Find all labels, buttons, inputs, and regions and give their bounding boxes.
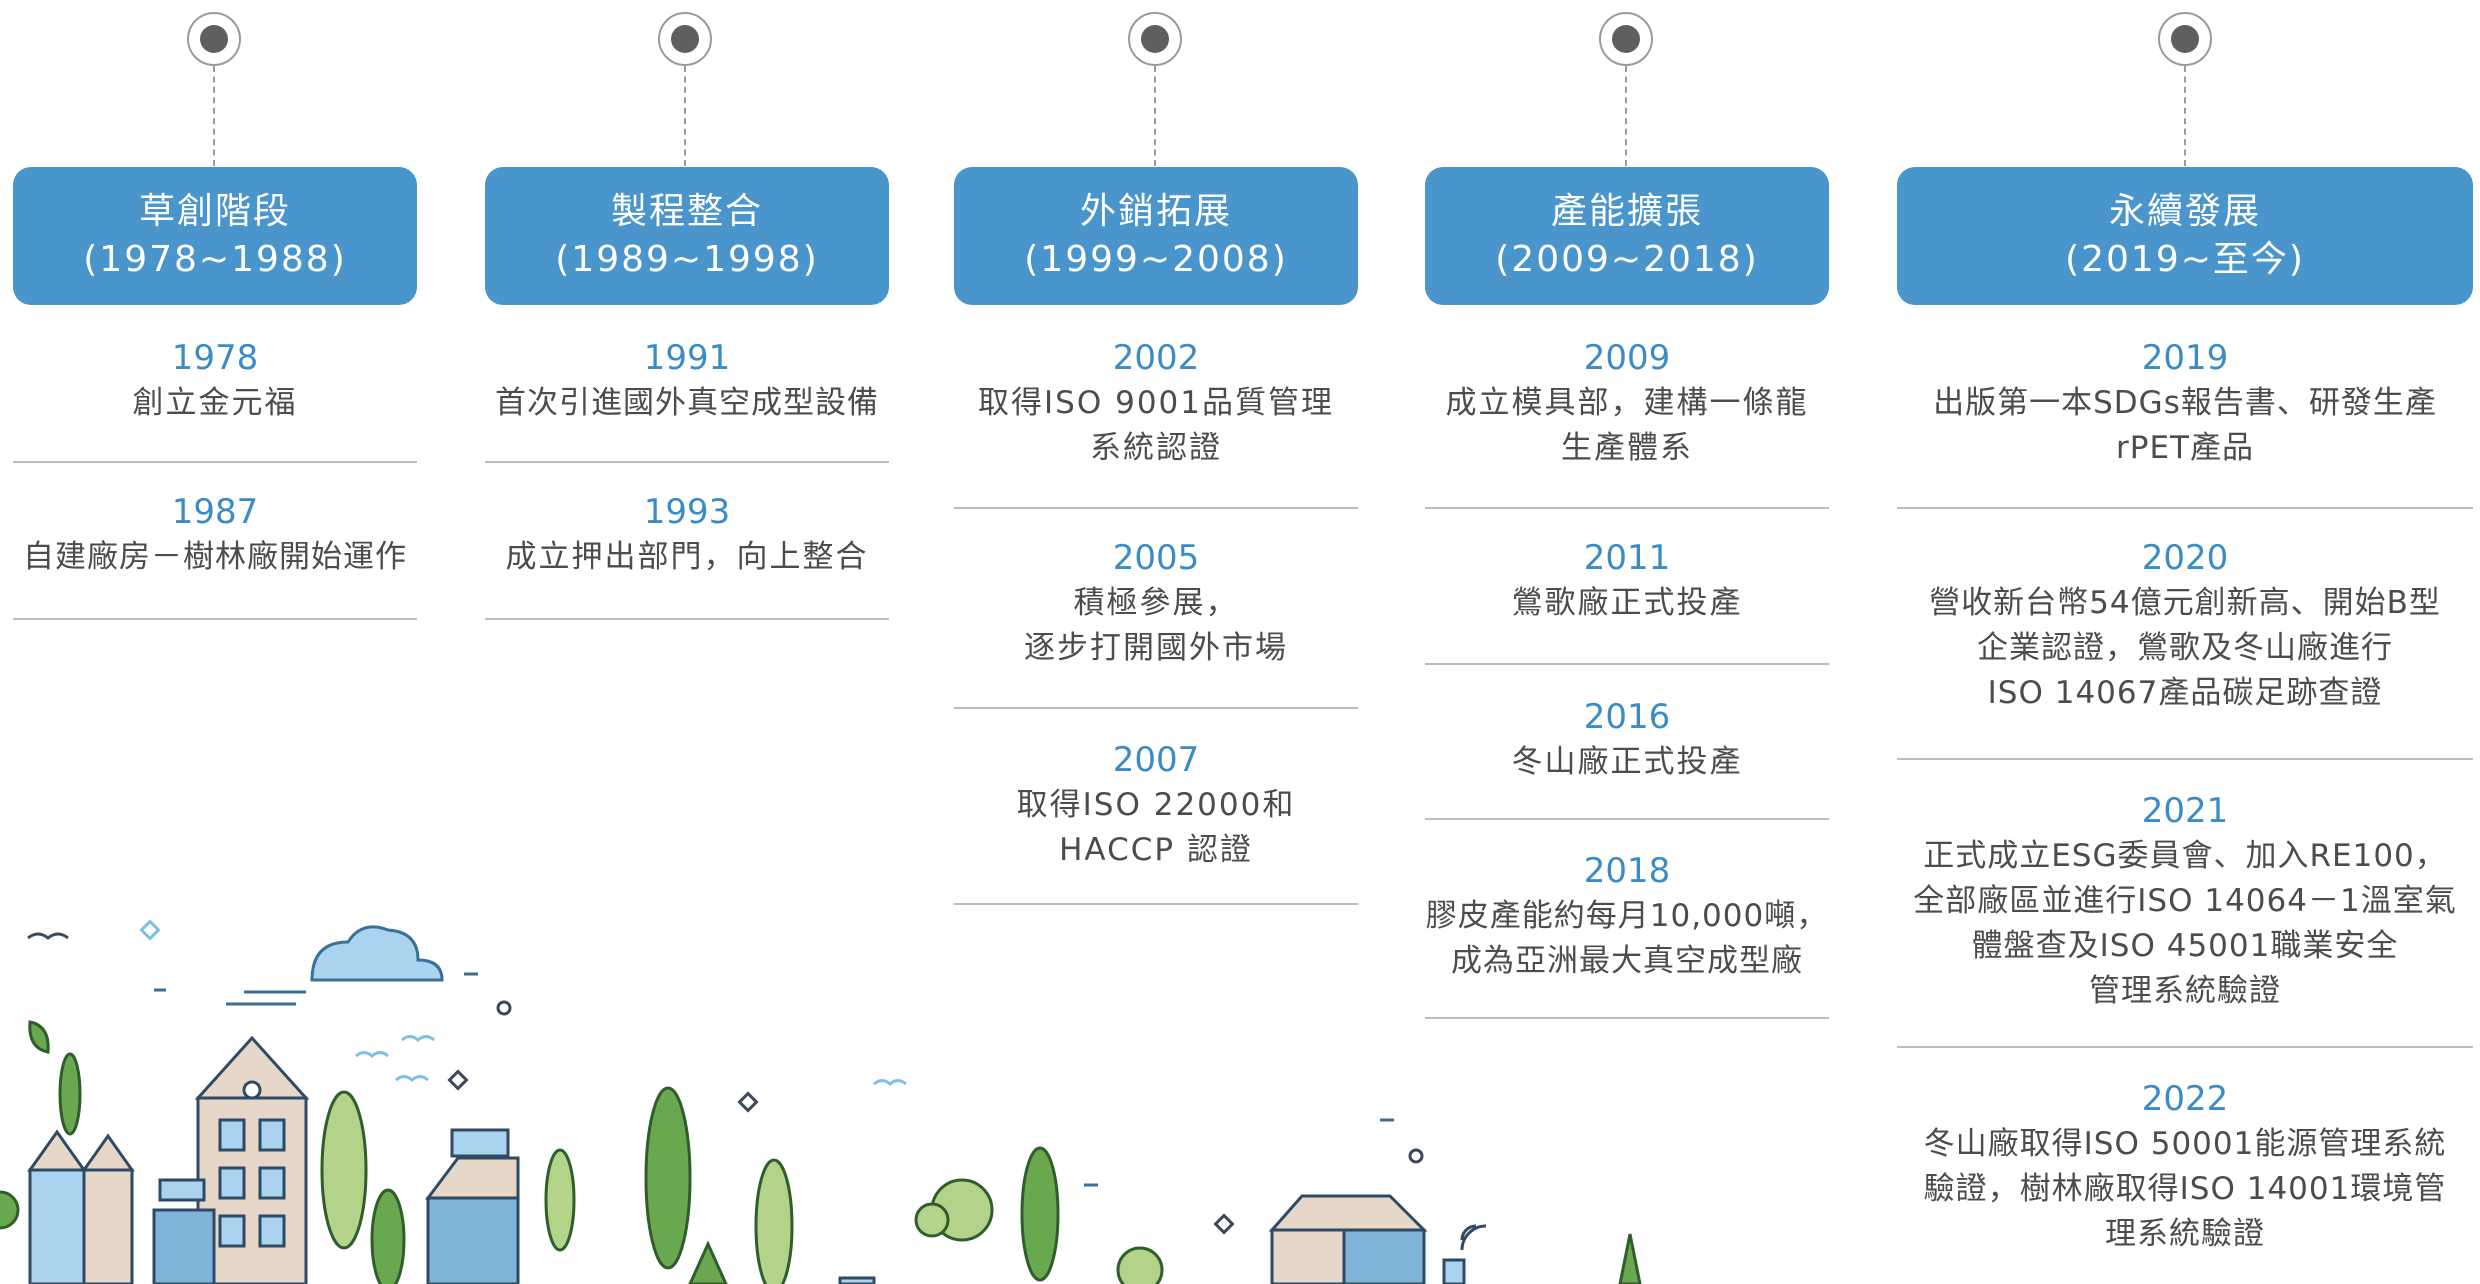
event-text: 鶯歌廠正式投產 bbox=[1511, 585, 1743, 621]
event-text: 營收新台幣54億元創新高、開始B型 企業認證，鶯歌及冬山廠進行 ISO 1406… bbox=[1929, 585, 2441, 711]
timeline-event: 2011 鶯歌廠正式投產 bbox=[1425, 535, 1829, 626]
event-text: 正式成立ESG委員會、加入RE100， 全部廠區並進行ISO 14064－1溫室… bbox=[1913, 838, 2457, 1009]
phase-years: (2009~2018) bbox=[1495, 239, 1759, 280]
divider bbox=[1897, 1046, 2473, 1048]
timeline-pin-icon bbox=[658, 12, 712, 66]
bird-icon bbox=[27, 932, 69, 940]
tree-icon bbox=[0, 1052, 1642, 1284]
cloud-icon bbox=[310, 925, 444, 982]
event-year: 1978 bbox=[171, 338, 259, 378]
divider bbox=[1425, 663, 1829, 665]
wifi-icon bbox=[1442, 1224, 1487, 1284]
event-text: 成立模具部，建構一條龍 生產體系 bbox=[1445, 385, 1809, 466]
event-year: 2002 bbox=[1112, 338, 1200, 378]
event-year: 1987 bbox=[171, 492, 259, 532]
dashed-connector bbox=[2184, 66, 2186, 166]
timeline-pin-icon bbox=[1128, 12, 1182, 66]
divider bbox=[1425, 507, 1829, 509]
divider bbox=[485, 461, 889, 463]
timeline-pin-icon bbox=[2158, 12, 2212, 66]
event-text: 冬山廠取得ISO 50001能源管理系統 驗證，樹林廠取得ISO 14001環境… bbox=[1923, 1126, 2447, 1252]
timeline-event: 1978 創立金元福 bbox=[13, 335, 417, 426]
phase-years: (1978~1988) bbox=[83, 239, 347, 280]
timeline-event: 1987 自建廠房－樹林廠開始運作 bbox=[0, 489, 440, 580]
phase-years: (2019~至今) bbox=[2065, 239, 2305, 280]
event-text: 出版第一本SDGs報告書、研發生產 rPET產品 bbox=[1933, 385, 2437, 466]
phase-title: 草創階段 bbox=[138, 191, 291, 232]
timeline-event: 2021 正式成立ESG委員會、加入RE100， 全部廠區並進行ISO 1406… bbox=[1897, 788, 2473, 1014]
event-text: 取得ISO 9001品質管理 系統認證 bbox=[978, 385, 1334, 466]
timeline-event: 2020 營收新台幣54億元創新高、開始B型 企業認證，鶯歌及冬山廠進行 ISO… bbox=[1897, 535, 2473, 716]
event-text: 取得ISO 22000和 HACCP 認證 bbox=[1016, 787, 1296, 868]
dash-lines bbox=[154, 972, 1394, 1187]
divider bbox=[13, 461, 417, 463]
dashed-connector bbox=[1154, 66, 1156, 166]
divider bbox=[954, 507, 1358, 509]
event-text: 成立押出部門，向上整合 bbox=[505, 539, 869, 575]
phase-header: 產能擴張 (2009~2018) bbox=[1425, 167, 1829, 305]
house-icon bbox=[27, 1129, 135, 1284]
event-text: 首次引進國外真空成型設備 bbox=[495, 385, 879, 421]
event-year: 1993 bbox=[643, 492, 731, 532]
divider bbox=[954, 903, 1358, 905]
event-text: 冬山廠正式投產 bbox=[1511, 744, 1743, 780]
timeline-event: 2007 取得ISO 22000和 HACCP 認證 bbox=[954, 737, 1358, 873]
event-text: 積極參展， 逐步打開國外市場 bbox=[1024, 585, 1288, 666]
timeline-event: 2018 膠皮產能約每月10,000噸， 成為亞洲最大真空成型廠 bbox=[1405, 848, 1849, 984]
event-year: 2005 bbox=[1112, 538, 1200, 578]
solar-building-icon bbox=[152, 1128, 520, 1284]
event-year: 1991 bbox=[643, 338, 731, 378]
phase-header: 草創階段 (1978~1988) bbox=[13, 167, 417, 305]
phase-title: 永續發展 bbox=[2108, 191, 2261, 232]
event-year: 2019 bbox=[2141, 338, 2229, 378]
divider bbox=[485, 618, 889, 620]
phase-title: 外銷拓展 bbox=[1079, 191, 1232, 232]
bird-icon bbox=[355, 1035, 907, 1086]
event-year: 2018 bbox=[1583, 851, 1671, 891]
phase-header: 外銷拓展 (1999~2008) bbox=[954, 167, 1358, 305]
divider bbox=[13, 618, 417, 620]
event-year: 2009 bbox=[1583, 338, 1671, 378]
timeline-event: 2005 積極參展， 逐步打開國外市場 bbox=[954, 535, 1358, 671]
event-year: 2007 bbox=[1112, 740, 1200, 780]
timeline-pin-icon bbox=[1599, 12, 1653, 66]
dashed-connector bbox=[1625, 66, 1627, 166]
phase-header: 製程整合 (1989~1998) bbox=[485, 167, 889, 305]
timeline-event: 2022 冬山廠取得ISO 50001能源管理系統 驗證，樹林廠取得ISO 14… bbox=[1897, 1076, 2473, 1257]
divider bbox=[1897, 507, 2473, 509]
phase-title: 產能擴張 bbox=[1550, 191, 1703, 232]
green-city-illustration bbox=[0, 919, 1642, 1284]
divider bbox=[1897, 758, 2473, 760]
dashed-connector bbox=[684, 66, 686, 166]
timeline-event: 1991 首次引進國外真空成型設備 bbox=[470, 335, 904, 426]
timeline-event: 1993 成立押出部門，向上整合 bbox=[485, 489, 889, 580]
divider bbox=[1425, 818, 1829, 820]
event-year: 2020 bbox=[2141, 538, 2229, 578]
event-text: 自建廠房－樹林廠開始運作 bbox=[23, 539, 407, 575]
event-year: 2021 bbox=[2141, 791, 2229, 831]
divider bbox=[954, 707, 1358, 709]
dashed-connector bbox=[213, 66, 215, 166]
event-year: 2011 bbox=[1583, 538, 1671, 578]
timeline-event: 2019 出版第一本SDGs報告書、研發生產 rPET產品 bbox=[1897, 335, 2473, 471]
timeline-event: 2009 成立模具部，建構一條龍 生產體系 bbox=[1410, 335, 1844, 471]
phase-years: (1999~2008) bbox=[1024, 239, 1288, 280]
event-year: 2016 bbox=[1583, 697, 1671, 737]
tower-icon bbox=[194, 1035, 310, 1284]
phase-title: 製程整合 bbox=[610, 191, 763, 232]
sparkle-icon bbox=[139, 919, 161, 941]
leaf-icon bbox=[28, 1020, 50, 1054]
timeline-event: 2002 取得ISO 9001品質管理 系統認證 bbox=[954, 335, 1358, 471]
phase-years: (1989~1998) bbox=[555, 239, 819, 280]
timeline-pin-icon bbox=[187, 12, 241, 66]
shop-icon bbox=[838, 1194, 1428, 1284]
event-year: 2022 bbox=[2141, 1079, 2229, 1119]
event-text: 創立金元福 bbox=[132, 385, 298, 421]
timeline-event: 2016 冬山廠正式投產 bbox=[1425, 694, 1829, 785]
divider bbox=[1425, 1017, 1829, 1019]
phase-header: 永續發展 (2019~至今) bbox=[1897, 167, 2473, 305]
event-text: 膠皮產能約每月10,000噸， 成為亞洲最大真空成型廠 bbox=[1425, 898, 1829, 979]
sparkle-icon bbox=[447, 1000, 1424, 1235]
